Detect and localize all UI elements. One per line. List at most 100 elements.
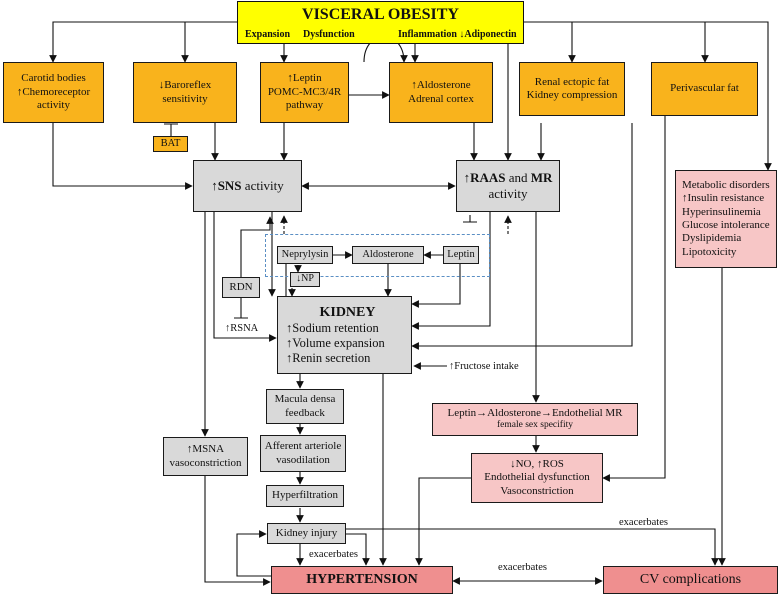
inflammation-label: Inflammation ↓Adiponectin	[398, 29, 517, 40]
sns-bold: SNS	[217, 178, 242, 194]
perivascular-fat-box: Perivascular fat	[651, 62, 758, 116]
bat-inhibit	[164, 123, 178, 136]
dysfunction-label: Dysfunction	[303, 29, 355, 40]
metabolic-line-6: Lipotoxicity	[682, 245, 737, 258]
afferent-arteriole-box: Afferent arteriole vasodilation	[260, 435, 346, 472]
raas-bold: RAAS	[470, 170, 506, 186]
expansion-label: Expansion	[245, 29, 291, 40]
kidney-title: KIDNEY	[319, 304, 376, 320]
raas-pre: ↑	[463, 170, 471, 186]
aldosterone-small-label: Aldosterone	[362, 248, 414, 260]
hypertension-label: HYPERTENSION	[306, 572, 418, 588]
no-ros-line-1: ↓NO, ↑ROS	[510, 457, 564, 470]
metabolic-disorders-box: Metabolic disorders ↑Insulin resistance …	[675, 170, 777, 268]
injury-to-htn-right	[346, 533, 370, 566]
renal-fat-line-1: Renal ectopic fat	[534, 75, 610, 88]
raas-mr-box: ↑RAAS and MR activity	[456, 160, 560, 212]
carotid-line-1: Carotid bodies	[21, 72, 86, 85]
cv-complications-box: CV complications	[603, 566, 778, 594]
trunk-right	[524, 21, 772, 171]
metabolic-line-1: Metabolic disorders	[682, 178, 770, 191]
neprylysin-label: Neprylysin	[281, 248, 329, 260]
no-ros-box: ↓NO, ↑ROS Endothelial dysfunction Vasoco…	[471, 453, 603, 503]
injury-exacerbates-cv	[346, 528, 719, 566]
neprylysin-box: Neprylysin	[277, 246, 333, 264]
leptin-chain-line-2: female sex specifity	[497, 420, 573, 431]
rdn-inhibit	[234, 298, 248, 319]
visceral-obesity-box: VISCERAL OBESITY	[237, 1, 524, 44]
no-ros-line-3: Vasoconstriction	[500, 484, 574, 497]
raas-inhibit	[463, 215, 477, 223]
kidney-line-1: ↑Sodium retention	[286, 320, 379, 335]
exacerbates-injury-label: exacerbates	[309, 549, 358, 560]
exacerbates-right-label: exacerbates	[619, 517, 668, 528]
kidney-line-3: ↑Renin secretion	[286, 351, 371, 366]
raas-line: ↑RAAS and MR	[464, 170, 553, 186]
exacerbates-mid-label: exacerbates	[498, 562, 547, 573]
carotid-bodies-box: Carotid bodies ↑Chemoreceptor activity	[3, 62, 104, 123]
htn-to-injury-loop	[236, 530, 275, 577]
aldosterone-adrenal-box: ↑Aldosterone Adrenal cortex	[389, 62, 493, 123]
np-label: ↓NP	[296, 273, 314, 285]
renal-ectopic-fat-box: Renal ectopic fat Kidney compression	[519, 62, 625, 116]
kidney-line-2: ↑Volume expansion	[286, 335, 385, 350]
natriuretic-group-frame	[265, 234, 490, 277]
leptin-aldo-mr-box: Leptin→Aldosterone→Endothelial MR female…	[432, 403, 638, 436]
sns-to-kidney-rsna	[213, 212, 277, 342]
afferent-line-1: Afferent arteriole	[264, 440, 342, 453]
no-ros-line-2: Endothelial dysfunction	[484, 471, 590, 484]
carotid-line-3: activity	[37, 99, 70, 112]
leptin-pomc-box: ↑Leptin POMC-MC3/4R pathway	[260, 62, 349, 123]
macula-line-1: Macula densa	[274, 393, 336, 406]
baroreflex-line-1: ↓Baroreflex	[158, 79, 212, 92]
hypertension-box: HYPERTENSION	[271, 566, 453, 594]
bat-label: BAT	[160, 137, 181, 149]
visceral-obesity-title: VISCERAL OBESITY	[302, 6, 459, 23]
raas-line-2: activity	[488, 186, 528, 201]
metabolic-line-4: Glucose intolerance	[682, 219, 770, 231]
leptin-top-line-2: POMC-MC3/4R	[267, 85, 342, 98]
carotid-to-sns	[52, 123, 193, 190]
fructose-label: ↑Fructose intake	[449, 361, 519, 372]
baroreflex-box: ↓Baroreflex sensitivity	[133, 62, 237, 123]
aldo-top-line-1: ↑Aldosterone	[411, 79, 471, 92]
baroreflex-line-2: sensitivity	[162, 92, 208, 105]
msna-box: ↑MSNA vasoconstriction	[163, 437, 248, 476]
rdn-box: RDN	[222, 277, 260, 298]
carotid-line-2: ↑Chemoreceptor	[16, 85, 91, 98]
trunk-left	[49, 21, 237, 63]
perivascular-label: Perivascular fat	[670, 82, 739, 95]
no-to-htn	[415, 477, 471, 566]
leptin-top-line-3: pathway	[285, 99, 324, 112]
leptin-small-label: Leptin	[447, 248, 475, 260]
metabolic-line-2: ↑Insulin resistance	[682, 192, 765, 205]
rdn-label: RDN	[229, 280, 253, 293]
rsna-label: ↑RSNA	[225, 323, 259, 334]
sns-pre: ↑	[211, 178, 218, 194]
afferent-line-2: vasodilation	[276, 453, 330, 466]
hyperfiltration-box: Hyperfiltration	[266, 485, 344, 507]
kidney-box: KIDNEY ↑Sodium retention ↑Volume expansi…	[277, 296, 412, 374]
renal-to-kidney	[411, 123, 633, 350]
metabolic-line-3: Hyperinsulinemia	[682, 205, 761, 218]
msna-to-htn	[204, 476, 271, 586]
renal-fat-line-2: Kidney compression	[526, 89, 618, 101]
macula-densa-box: Macula densa feedback	[266, 389, 344, 424]
perivascular-to-no	[602, 116, 666, 482]
raas-to-kidney	[411, 212, 491, 330]
kidney-injury-box: Kidney injury	[267, 523, 346, 544]
aldosterone-small-box: Aldosterone	[352, 246, 424, 264]
msna-line-2: vasoconstriction	[169, 456, 242, 469]
aldo-top-line-2: Adrenal cortex	[408, 92, 474, 105]
raas-mid: and	[505, 170, 531, 186]
sns-line: ↑SNS activity	[211, 178, 284, 194]
metabolic-line-5: Dyslipidemia	[682, 232, 742, 245]
macula-line-2: feedback	[285, 406, 325, 419]
np-box: ↓NP	[290, 272, 320, 287]
leptin-to-kidney	[411, 264, 461, 308]
cv-complications-label: CV complications	[639, 572, 742, 588]
leptin-small-box: Leptin	[443, 246, 479, 264]
rdn-link	[240, 216, 274, 277]
